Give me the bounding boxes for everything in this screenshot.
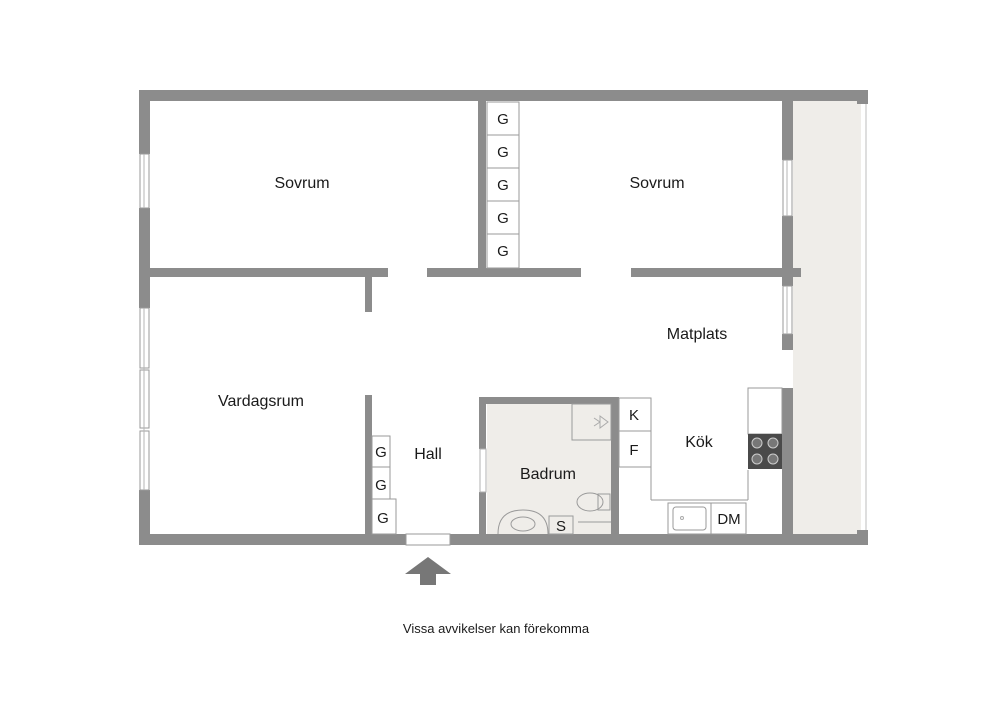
wardrobe-label: G	[497, 111, 509, 128]
dishwasher	[710, 502, 747, 535]
room-label-bedroom-left: Sovrum	[274, 175, 329, 192]
wardrobe-label: G	[497, 243, 509, 260]
shower-box	[548, 515, 574, 535]
bath-sink	[497, 509, 549, 535]
freezer-label: F	[629, 442, 638, 459]
dishwasher-label: DM	[717, 511, 740, 528]
wardrobe-label: G	[375, 477, 387, 494]
room-label-bedroom-right: Sovrum	[629, 175, 684, 192]
hall-door-opening	[405, 533, 451, 546]
wardrobe-label: G	[497, 177, 509, 194]
bath-cabinet	[571, 403, 612, 441]
wardrobe-hall-3	[371, 498, 397, 535]
toilet-tank	[597, 493, 611, 511]
room-label-bathroom: Badrum	[520, 466, 576, 483]
room-label-kitchen: Kök	[685, 434, 714, 451]
bathroom-floor	[487, 404, 611, 534]
wardrobe-label: G	[377, 510, 389, 527]
balcony	[793, 101, 861, 534]
bathroom-doorway	[479, 448, 487, 493]
walls	[139, 90, 868, 545]
wardrobe-top-5	[486, 233, 520, 269]
kitchen-counter	[747, 387, 783, 435]
entrance-arrow-icon	[405, 557, 451, 585]
wardrobe-label: G	[497, 210, 509, 227]
disclaimer-text: Vissa avvikelser kan förekomma	[402, 621, 590, 636]
room-label-living-room: Vardagsrum	[218, 393, 304, 410]
room-label-dining: Matplats	[667, 326, 727, 343]
room-label-hall: Hall	[414, 446, 442, 463]
wardrobe-label: G	[497, 144, 509, 161]
shower-label: S	[556, 518, 566, 535]
stove-icon	[748, 434, 782, 469]
toilet-bowl	[576, 492, 604, 512]
wardrobe-label: G	[375, 444, 387, 461]
fridge-label: K	[629, 407, 639, 424]
